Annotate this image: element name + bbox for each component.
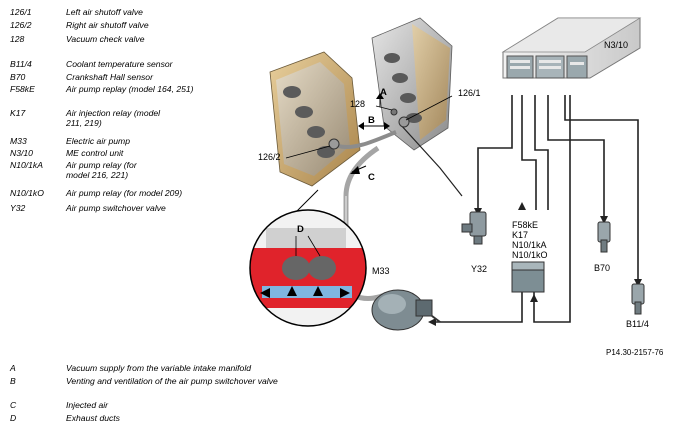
sensor-b70 [597, 221, 611, 253]
legend-code: 128 [10, 34, 25, 44]
label-126-1: 126/1 [458, 88, 481, 98]
wire-to-relay-a [521, 95, 537, 210]
inset-head-casting [250, 248, 366, 308]
figure-id: P14.30-2157-76 [606, 348, 664, 357]
legend-code: B70 [10, 72, 26, 82]
wire-relay-to-m33 [432, 292, 523, 323]
legend-text: ME control unit [66, 148, 124, 158]
footnote-code: B [10, 376, 16, 386]
ecu-top [501, 17, 642, 53]
sensor-b11-4 [631, 283, 645, 315]
legend-code: N10/1kA [10, 160, 43, 170]
legend-text: Vacuum check valve [66, 34, 145, 44]
legend-code: N10/1kO [10, 188, 44, 198]
label-b: B [368, 115, 375, 126]
valve-y32 [461, 211, 487, 245]
label-a: A [380, 87, 387, 98]
wire-relay-return [533, 95, 571, 323]
wire-to-y32 [477, 95, 513, 214]
footnote-text: Venting and ventilation of the air pump … [66, 376, 278, 386]
leader-lines [285, 95, 453, 159]
vacuum-line [399, 123, 463, 197]
diagram-labels: 126/1 126/2 128 A B C D M33 Y32 B70 B11/… [258, 87, 649, 329]
wire-arrows [428, 202, 642, 326]
legend-code: N3/10 [10, 148, 33, 158]
legend-code: M33 [10, 136, 27, 146]
footnote-text: Injected air [66, 400, 109, 410]
valve-128 [390, 108, 398, 116]
legend-code: 126/2 [10, 20, 32, 30]
crossover-pipe [337, 130, 397, 149]
ecu-connector [566, 55, 588, 79]
label-d: D [297, 224, 304, 235]
wiring-harness [432, 95, 639, 323]
legend-code: K17 [10, 108, 26, 118]
legend-code: Y32 [10, 203, 26, 213]
legend-code: 126/1 [10, 7, 32, 17]
legend-text: Right air shutoff valve [66, 20, 149, 30]
valve-126-2 [328, 138, 340, 150]
inset-arrow [313, 286, 323, 296]
footnote-code: C [10, 400, 17, 410]
label-relay-k17: K17 [512, 230, 528, 240]
label-126-2: 126/2 [258, 152, 281, 162]
label-n3-10: N3/10 [604, 40, 628, 50]
legend-text: Air pump replay (model 164, 251) [66, 84, 194, 94]
label-128: 128 [350, 99, 365, 109]
inset-arrow [260, 288, 270, 298]
legend-text: Air pump relay (for model 209) [66, 188, 183, 198]
label-relay-f58ke: F58kE [512, 220, 538, 230]
footnote-code: D [10, 413, 17, 423]
relay-unit [511, 261, 545, 293]
wire-arrow [428, 318, 436, 326]
legend-text: Electric air pump [66, 136, 130, 146]
valves [328, 108, 410, 150]
arrow-c [350, 166, 360, 174]
wire-to-relay-b [534, 95, 549, 210]
label-c: C [368, 172, 375, 183]
footnote-text: Vacuum supply from the variable intake m… [66, 363, 252, 373]
engine-cylinder-heads [269, 17, 453, 187]
flow-arrows [350, 93, 390, 174]
wire-arrow [634, 279, 642, 287]
legend-text: Left air shutoff valve [66, 7, 143, 17]
inset-arrow [340, 288, 350, 298]
legend-code: B11/4 [10, 59, 32, 69]
label-relay-n10-1ka: N10/1kA [512, 240, 547, 250]
wire-arrow [530, 294, 538, 302]
footnote-text: Exhaust ducts [66, 413, 120, 423]
legend-text: Air pump switchover valve [66, 203, 166, 213]
label-y32: Y32 [471, 264, 487, 274]
legend-code: F58kE [10, 84, 35, 94]
arrow-b [358, 122, 364, 130]
wire-to-b70 [547, 95, 605, 222]
legend-text: Air injection relay (model 211, 219) [66, 108, 161, 128]
arrow-a [376, 93, 384, 99]
air-pump-m33 [371, 289, 441, 331]
wire-to-b11-4 [564, 95, 639, 285]
legend-text: Crankshaft Hall sensor [66, 72, 153, 82]
legend-text: Coolant temperature sensor [66, 59, 173, 69]
exhaust-duct-inset [249, 189, 367, 327]
wire-arrow [600, 216, 608, 224]
inset-arrow [287, 286, 297, 296]
label-relay-n10-1ko: N10/1kO [512, 250, 548, 260]
label-m33: M33 [372, 266, 390, 276]
valve-126-1 [398, 116, 410, 128]
inset-air-channel [262, 286, 352, 298]
label-b70: B70 [594, 263, 610, 273]
legend-text: Air pump relay (for model 216, 221) [66, 160, 137, 180]
ecu-n3-10: N3/10 [501, 17, 642, 79]
label-b11-4: B11/4 [626, 319, 649, 329]
footnote-code: A [10, 363, 16, 373]
wire-arrow [518, 202, 526, 210]
